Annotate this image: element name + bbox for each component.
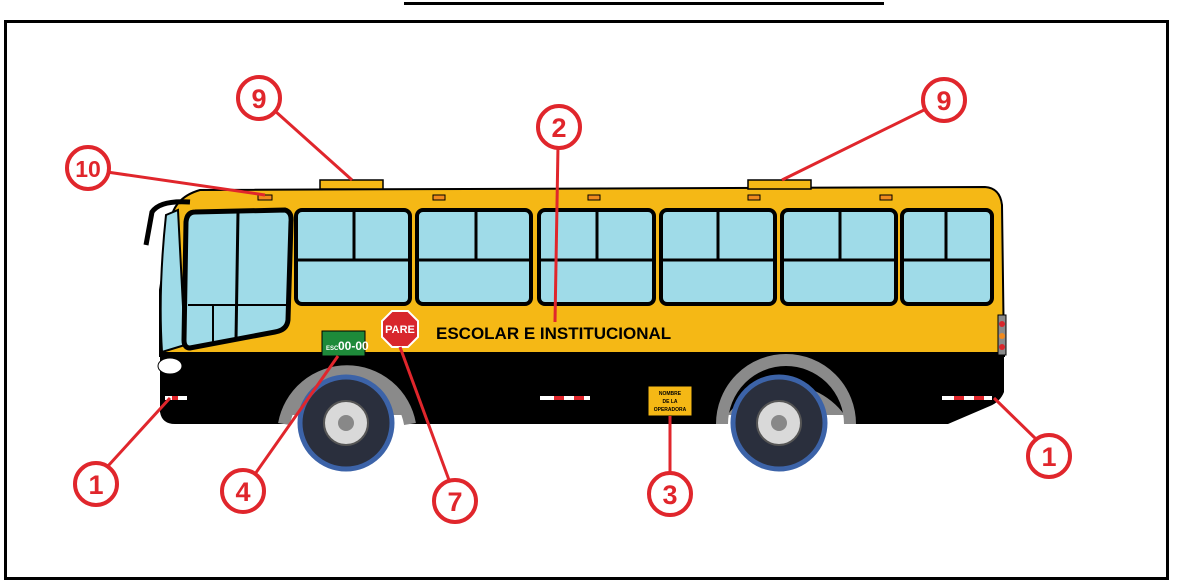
svg-text:4: 4 <box>235 477 250 507</box>
license-plate: ESC 00-00 <box>321 330 369 357</box>
stop-sign: PARE <box>381 310 419 348</box>
callout-9b: 9 <box>921 77 967 123</box>
front-arch-trim <box>278 365 416 426</box>
headlight <box>157 357 183 375</box>
svg-text:7: 7 <box>447 487 462 517</box>
svg-text:1: 1 <box>88 470 103 500</box>
svg-text:ESC: ESC <box>326 346 339 352</box>
svg-text:1: 1 <box>1041 442 1056 472</box>
rear-arch-trim <box>716 354 856 425</box>
bus-diagram: ESC 00-00 PARE ESCOLAR E INSTITUCIONAL N… <box>65 75 1072 524</box>
reflective-strips <box>165 396 992 400</box>
roof-marker-lights <box>257 194 893 201</box>
callout-7: 7 <box>432 478 478 524</box>
callout-4: 4 <box>220 468 266 514</box>
callout-leaders <box>106 108 1040 481</box>
svg-text:9: 9 <box>251 84 266 114</box>
svg-text:00-00: 00-00 <box>338 339 369 353</box>
svg-text:2: 2 <box>551 113 566 143</box>
roof-hatch-rear <box>747 179 812 190</box>
svg-text:OPERADORA: OPERADORA <box>654 407 687 413</box>
svg-text:DE LA: DE LA <box>663 399 678 405</box>
callout-1a: 1 <box>73 461 119 507</box>
title-underline <box>404 2 884 5</box>
callout-2: 2 <box>536 104 582 150</box>
rear-wheel <box>730 374 828 472</box>
rear-view-mirror <box>143 199 191 246</box>
svg-text:3: 3 <box>662 480 677 510</box>
callout-1b: 1 <box>1026 433 1072 479</box>
svg-text:PARE: PARE <box>385 324 415 336</box>
callout-10: 10 <box>65 145 111 191</box>
svg-text:10: 10 <box>75 156 101 182</box>
callout-3: 3 <box>647 471 693 517</box>
front-wheel <box>297 374 395 472</box>
operator-placard: NOMBRE DE LA OPERADORA <box>647 385 693 417</box>
windshield <box>159 208 187 354</box>
side-windows <box>294 208 994 306</box>
svg-text:9: 9 <box>936 86 951 116</box>
callout-9a: 9 <box>236 75 282 121</box>
service-label: ESCOLAR E INSTITUCIONAL <box>436 324 671 343</box>
svg-text:NOMBRE: NOMBRE <box>659 391 682 397</box>
roof-hatch-front <box>319 179 384 190</box>
